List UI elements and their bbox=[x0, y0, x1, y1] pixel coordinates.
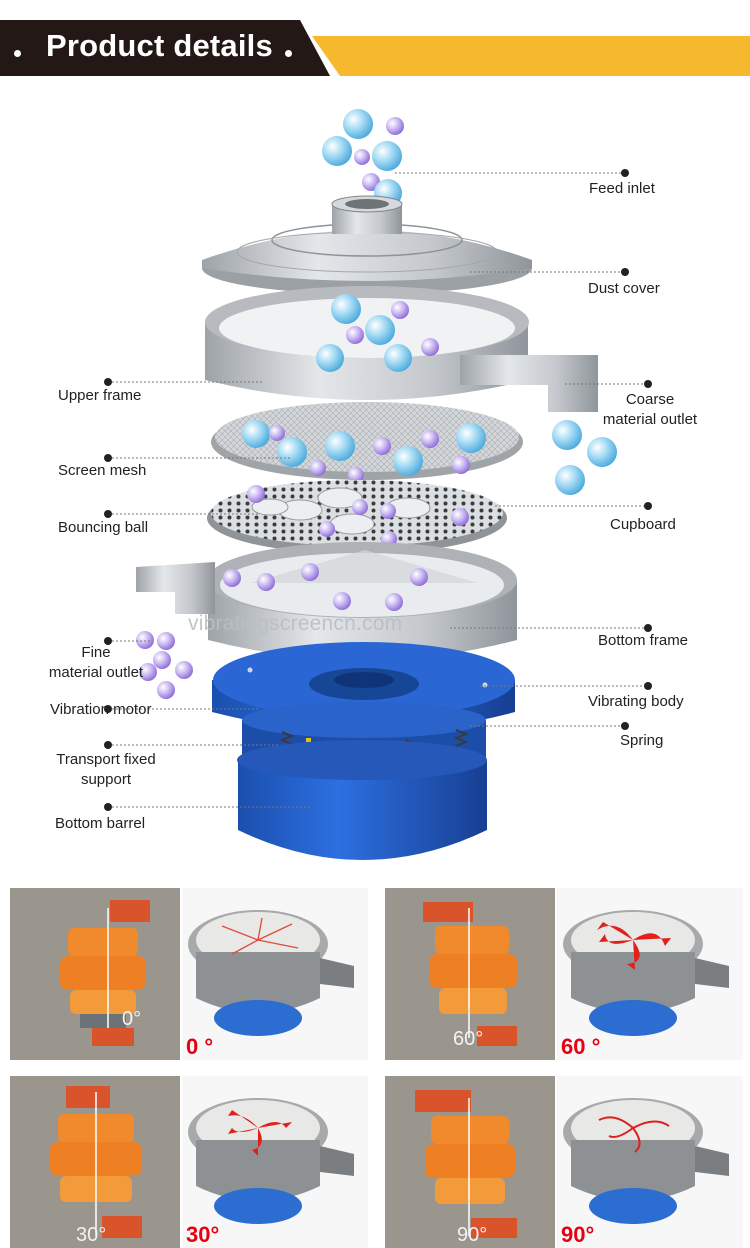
label-spring: Spring bbox=[620, 732, 664, 749]
motor-illustration bbox=[60, 900, 150, 1046]
feed-balls bbox=[322, 109, 404, 207]
label-dust-cover: Dust cover bbox=[588, 280, 660, 297]
label-vibration-motor: Vibration motor bbox=[50, 701, 152, 718]
angle-label: 90° bbox=[561, 1222, 595, 1247]
sieve-illustration bbox=[188, 910, 354, 1036]
dust-cover bbox=[202, 195, 532, 294]
sieve-illustration bbox=[563, 910, 729, 1036]
fine-balls bbox=[136, 631, 193, 699]
sieve-illustration bbox=[563, 1098, 729, 1224]
angle-panel-30: 30° 30° bbox=[10, 1076, 368, 1248]
watermark: vibratingscreencn.com bbox=[188, 612, 403, 635]
label-cupboard: Cupboard bbox=[610, 516, 676, 533]
label-bottom-barrel: Bottom barrel bbox=[55, 815, 146, 832]
sieve-photo bbox=[557, 1076, 743, 1248]
angle-panel-0: 0° 0 ° bbox=[10, 888, 368, 1060]
angle-label: 0 ° bbox=[186, 1034, 214, 1059]
motor-photo: 60° bbox=[385, 888, 555, 1060]
angle-label: 60 ° bbox=[561, 1034, 601, 1059]
motor-illustration bbox=[50, 1086, 142, 1238]
banner-dark-block bbox=[0, 20, 330, 76]
label-vibrating-body: Vibrating body bbox=[588, 693, 684, 710]
sieve-photo bbox=[557, 888, 743, 1060]
sieve-photo bbox=[182, 888, 368, 1060]
motor-illustration bbox=[423, 902, 517, 1046]
label-feed-inlet: Feed inlet bbox=[589, 180, 655, 197]
label-transport-support: Transport fixed support bbox=[48, 750, 164, 790]
sieve-illustration bbox=[188, 1098, 354, 1224]
bullet-icon bbox=[14, 50, 21, 57]
motor-photo: 30° bbox=[10, 1076, 180, 1248]
angle-panel-60: 60° 60 ° bbox=[385, 888, 743, 1060]
motor-photo: 0° bbox=[10, 888, 180, 1060]
label-transport-line2: support bbox=[80, 771, 132, 788]
label-fine-outlet: Fine material outlet bbox=[44, 643, 148, 683]
upper-frame bbox=[205, 286, 598, 412]
motor-photo: 90° bbox=[385, 1076, 555, 1248]
cupboard-plate bbox=[207, 480, 507, 554]
angle-label: 30° bbox=[186, 1222, 220, 1247]
leader-dots bbox=[104, 169, 652, 811]
header-banner: Product details bbox=[0, 20, 750, 76]
label-coarse-outlet-line1: Coarse bbox=[625, 391, 675, 408]
motor-angle-label: 90° bbox=[457, 1224, 488, 1246]
angle-panel-90: 90° 90° bbox=[385, 1076, 743, 1248]
label-fine-outlet-line2: material outlet bbox=[48, 664, 144, 681]
motor-angle-label: 0° bbox=[122, 1008, 142, 1030]
sieve-photo bbox=[182, 1076, 368, 1248]
label-upper-frame: Upper frame bbox=[58, 387, 142, 404]
machine-illustration bbox=[104, 109, 652, 860]
motor-angle-label: 60° bbox=[453, 1028, 484, 1050]
label-screen-mesh: Screen mesh bbox=[58, 462, 147, 479]
label-fine-outlet-line1: Fine bbox=[81, 644, 111, 661]
page-title: Product details bbox=[46, 28, 273, 63]
screen-mesh bbox=[211, 402, 523, 483]
exploded-diagram: vibratingscreencn.com Feed inlet Dust co… bbox=[0, 80, 750, 880]
coarse-balls bbox=[552, 420, 617, 495]
banner-accent-stripe bbox=[312, 36, 750, 76]
bottom-frame bbox=[136, 542, 517, 660]
motor-angle-label: 30° bbox=[76, 1224, 107, 1246]
angle-photo-grid: 0° 0 ° bbox=[0, 884, 750, 1248]
label-transport-line1: Transport fixed bbox=[56, 751, 156, 768]
label-coarse-outlet-line2: material outlet bbox=[602, 411, 698, 428]
leader-lines bbox=[108, 172, 648, 808]
motor-illustration bbox=[415, 1090, 517, 1238]
label-coarse-outlet: Coarse material outlet bbox=[595, 390, 705, 430]
bullet-icon bbox=[285, 50, 292, 57]
label-bouncing-ball: Bouncing ball bbox=[58, 519, 149, 536]
bottom-barrel bbox=[237, 740, 487, 860]
label-bottom-frame: Bottom frame bbox=[598, 632, 689, 649]
